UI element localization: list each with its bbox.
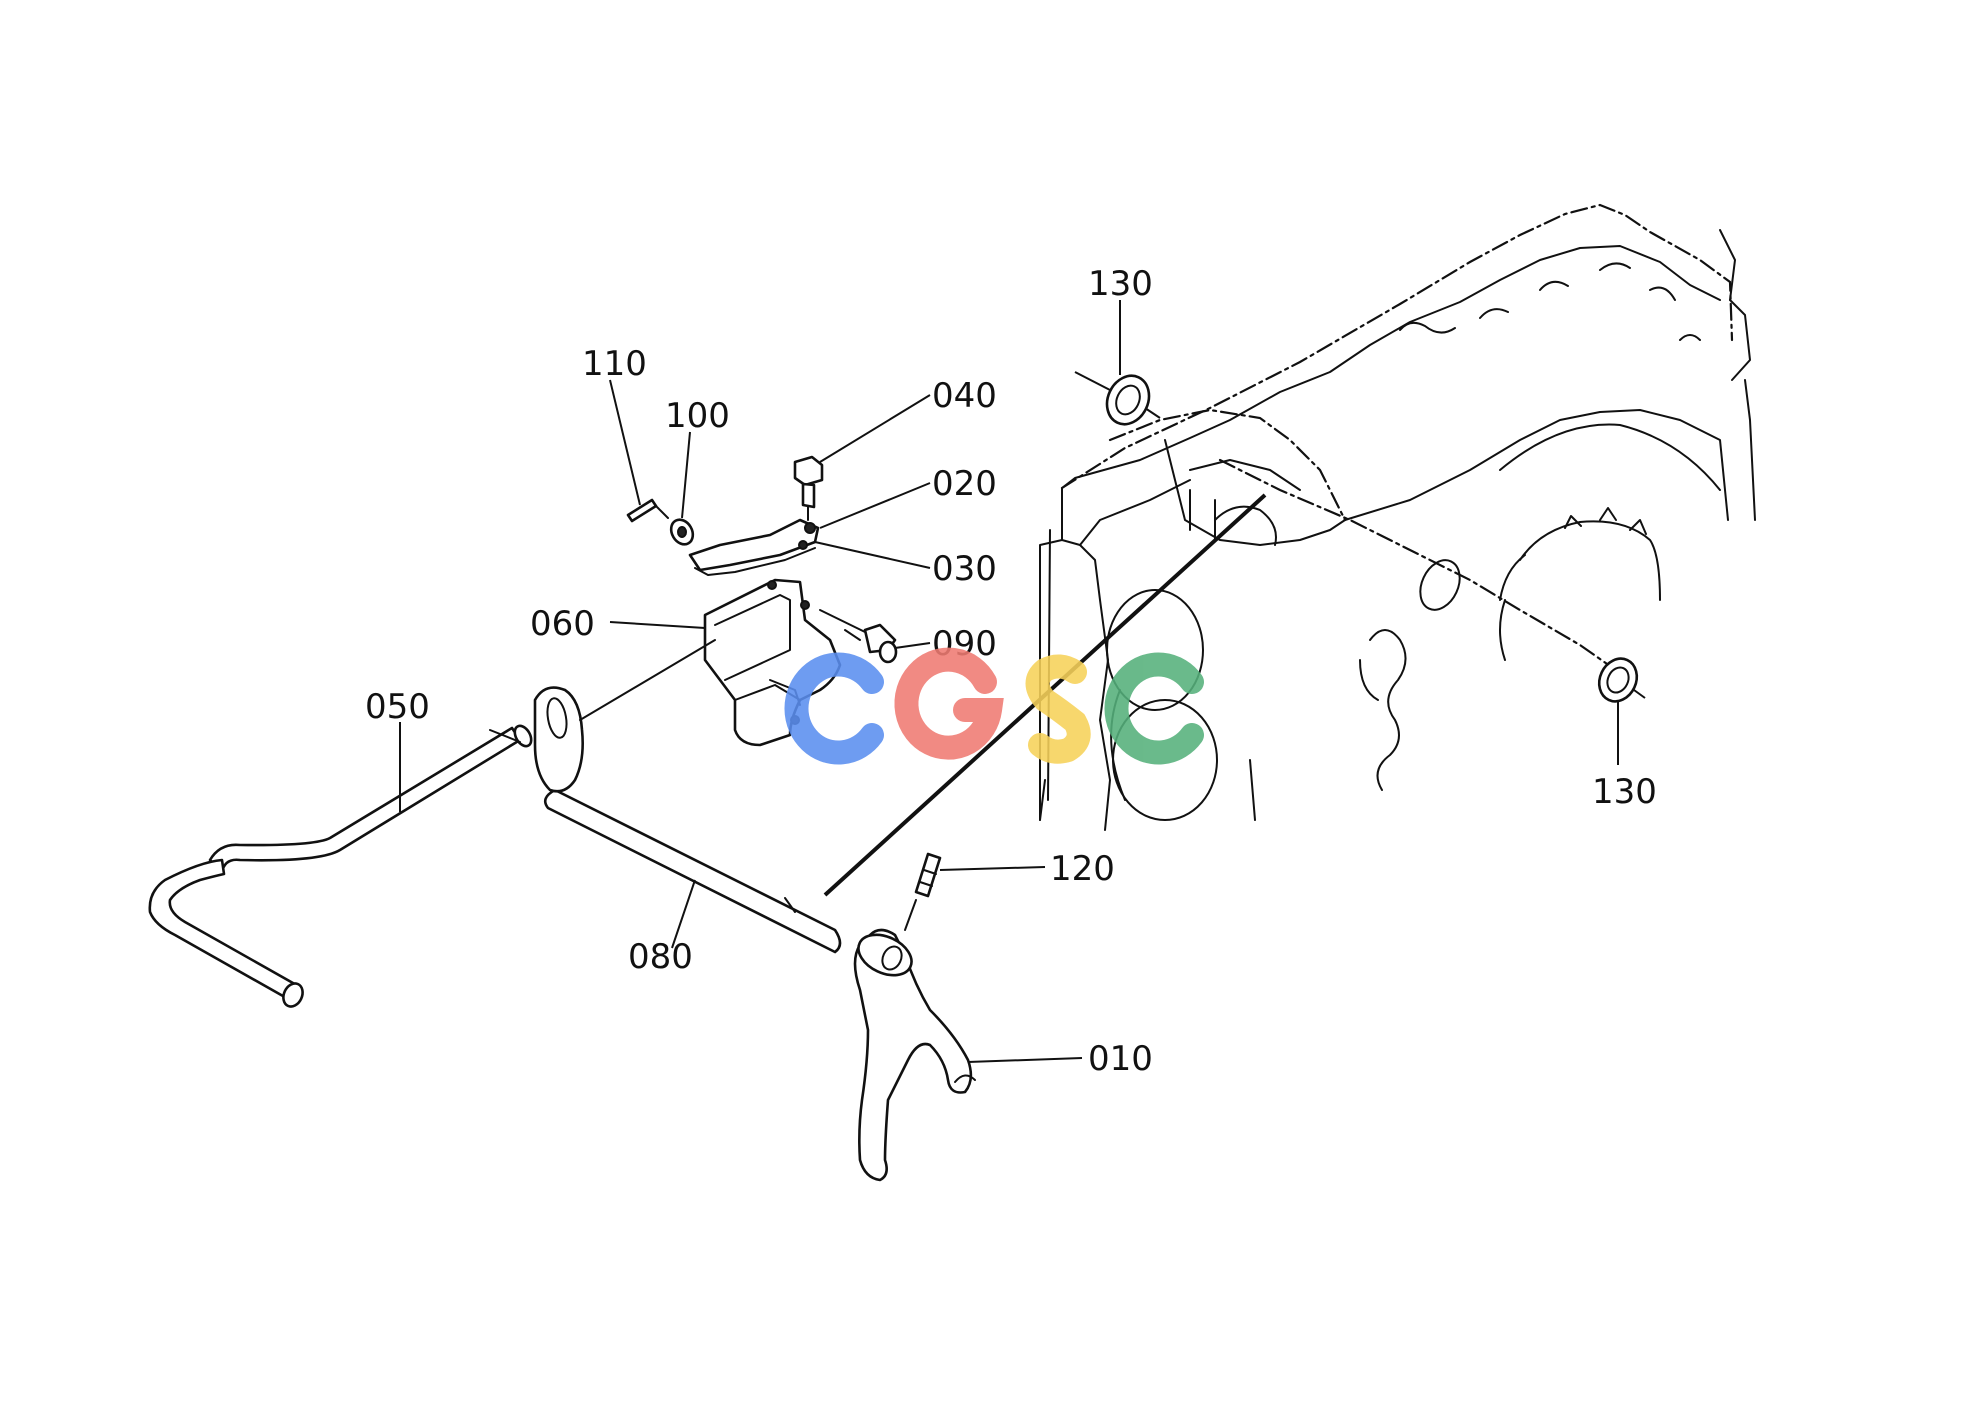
callout-050: 050 [365, 687, 430, 727]
seal-130-lower [1419, 559, 1646, 703]
watermark-letter-c-blue [784, 652, 884, 765]
bolt-040 [793, 455, 824, 521]
leader-lines [399, 300, 1619, 1063]
callout-060: 060 [530, 604, 595, 644]
callout-100: 100 [665, 396, 730, 436]
callout-120: 120 [1050, 849, 1115, 889]
shift-rod-050 [148, 724, 533, 1008]
callout-130-lower: 130 [1592, 772, 1657, 812]
transmission-housing [1039, 203, 1756, 831]
callout-030: 030 [932, 549, 997, 589]
washer-100 [669, 518, 695, 546]
cgsc-watermark [784, 647, 1204, 765]
watermark-letter-c-green [1104, 652, 1204, 765]
callout-040: 040 [932, 376, 997, 416]
bolt-090 [819, 609, 898, 664]
callout-labels: 010 020 030 040 050 060 080 090 100 110 … [365, 264, 1657, 1079]
watermark-letter-g-red [894, 647, 1004, 760]
callout-010: 010 [1088, 1039, 1153, 1079]
watermark-letter-s-yellow [1025, 654, 1091, 764]
callout-020: 020 [932, 464, 997, 504]
seal-130-upper [1074, 371, 1161, 426]
callout-130-upper: 130 [1088, 264, 1153, 304]
detent-lever-020-030 [688, 518, 820, 576]
callout-080: 080 [628, 937, 693, 977]
shift-fork-010 [853, 928, 976, 1182]
callout-110: 110 [582, 344, 647, 384]
spring-pin-120 [904, 852, 942, 931]
shift-rod-080 [533, 686, 842, 954]
cotter-pin-110 [626, 498, 669, 523]
